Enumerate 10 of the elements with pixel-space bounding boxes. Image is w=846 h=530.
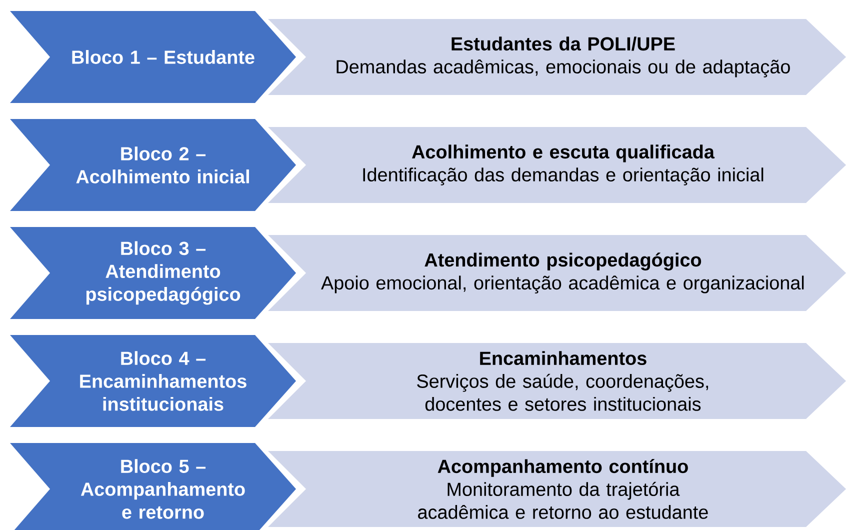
chevron-box: Bloco 2 – Acolhimento inicial — [10, 118, 296, 211]
chevron-box: Bloco 3 – Atendimento psicopedagógico — [10, 226, 296, 319]
chevron-box: Bloco 4 – Encaminhamentos institucionais — [10, 334, 296, 427]
arrow-banner: Encaminhamentos Serviços de saúde, coordenações, docentes e setores institucionais — [268, 342, 846, 419]
arrow-banner: Estudantes da POLI/UPE Demandas acadêmicas, emocionais ou de adaptação — [268, 19, 846, 95]
arrow-banner: Acolhimento e escuta qualificada Identificação das demandas e orientação inicial — [268, 126, 846, 203]
arrow-banner: Acompanhamento contínuo Monitoramento da trajetória acadêmica e retorno ao estudante — [268, 450, 846, 527]
arrow-banner: Atendimento psicopedagógico Apoio emocional, orientação acadêmica e organizacional — [268, 234, 846, 311]
chevron-box: Bloco 5 – Acompanhamento e retorno — [10, 442, 296, 530]
chevron-box: Bloco 1 – Estudante — [10, 11, 296, 103]
